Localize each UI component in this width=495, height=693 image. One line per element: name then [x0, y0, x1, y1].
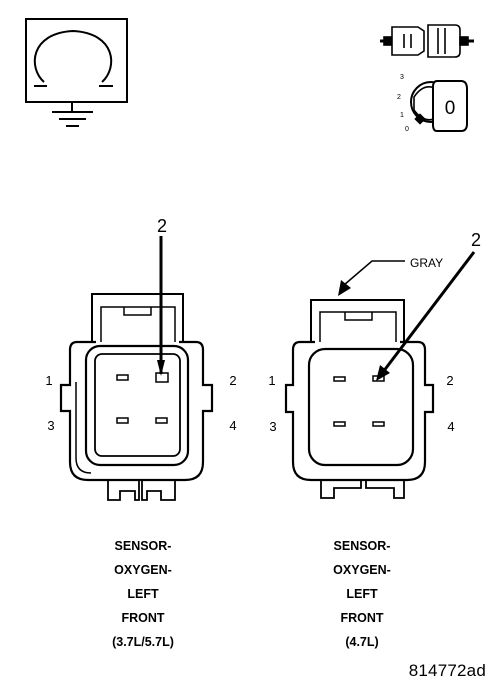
- disconnect-connector-icon: [380, 24, 474, 58]
- color-label: GRAY: [410, 256, 443, 270]
- caption-line: FRONT: [121, 611, 165, 625]
- ignition-pos-2: 2: [397, 94, 401, 101]
- ignition-key-label: 0: [445, 98, 456, 119]
- pin-label-2: 2: [229, 373, 236, 388]
- pin-label-3: 3: [269, 419, 276, 434]
- connector-left-caption: SENSOR- OXYGEN- LEFT FRONT (3.7L/5.7L): [63, 534, 223, 654]
- ohmmeter-icon: [25, 18, 128, 127]
- pin-label-3: 3: [47, 418, 54, 433]
- pin-label-4: 4: [447, 419, 454, 434]
- caption-line: SENSOR-: [333, 539, 391, 553]
- caption-line: (4.7L): [345, 635, 379, 649]
- pin-label-4: 4: [229, 418, 236, 433]
- ignition-switch-icon: 3 2 1 0 0: [397, 74, 468, 133]
- caption-line: SENSOR-: [114, 539, 172, 553]
- pin-label-1: 1: [45, 373, 52, 388]
- connector-left: 2 1 2 3 4: [45, 216, 237, 501]
- ignition-pos-0: 0: [405, 126, 409, 133]
- caption-line: OXYGEN-: [114, 563, 172, 577]
- callout-label-right: 2: [471, 230, 481, 250]
- connector-right: 2 GRAY 1 2 3 4: [268, 230, 481, 499]
- ignition-pos-3: 3: [400, 74, 404, 81]
- pin-label-1: 1: [268, 373, 275, 388]
- caption-line: LEFT: [127, 587, 159, 601]
- caption-line: OXYGEN-: [333, 563, 391, 577]
- connector-right-caption: SENSOR- OXYGEN- LEFT FRONT (4.7L): [282, 534, 442, 654]
- pin-label-2: 2: [446, 373, 453, 388]
- caption-line: (3.7L/5.7L): [112, 635, 174, 649]
- figure-id: 814772ad: [408, 661, 486, 680]
- ignition-pos-1: 1: [400, 112, 404, 119]
- callout-label-left: 2: [157, 216, 167, 236]
- caption-line: LEFT: [346, 587, 378, 601]
- caption-line: FRONT: [340, 611, 384, 625]
